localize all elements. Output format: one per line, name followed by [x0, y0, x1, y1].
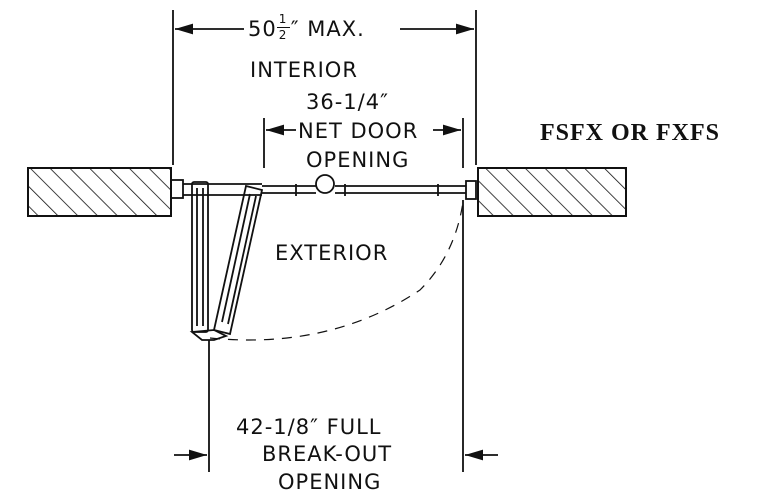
- door-swing-arc: [209, 201, 464, 341]
- pivot-hinge: [315, 174, 335, 194]
- net-door-label-line1: NET DOOR: [298, 119, 419, 143]
- interior-label: INTERIOR: [250, 58, 358, 82]
- max-width-whole: 50: [248, 17, 277, 41]
- left-wall: [27, 167, 172, 217]
- max-width-denominator: 2: [278, 28, 288, 42]
- breakout-label-line2: BREAK-OUT: [262, 442, 393, 466]
- exterior-label: EXTERIOR: [275, 241, 389, 265]
- max-width-numerator: 1: [278, 12, 288, 26]
- breakout-panels: [189, 181, 264, 341]
- extension-lines: [172, 10, 477, 472]
- net-door-dimension: 36-1/4″: [306, 90, 389, 114]
- breakout-label-line1: 42-1/8″ FULL: [236, 415, 382, 439]
- max-width-suffix: ″ MAX.: [290, 17, 365, 41]
- net-door-label-line2: OPENING: [306, 148, 410, 172]
- right-wall: [477, 167, 627, 217]
- model-label: FSFX OR FXFS: [540, 120, 720, 146]
- breakout-label-line3: OPENING: [278, 470, 382, 494]
